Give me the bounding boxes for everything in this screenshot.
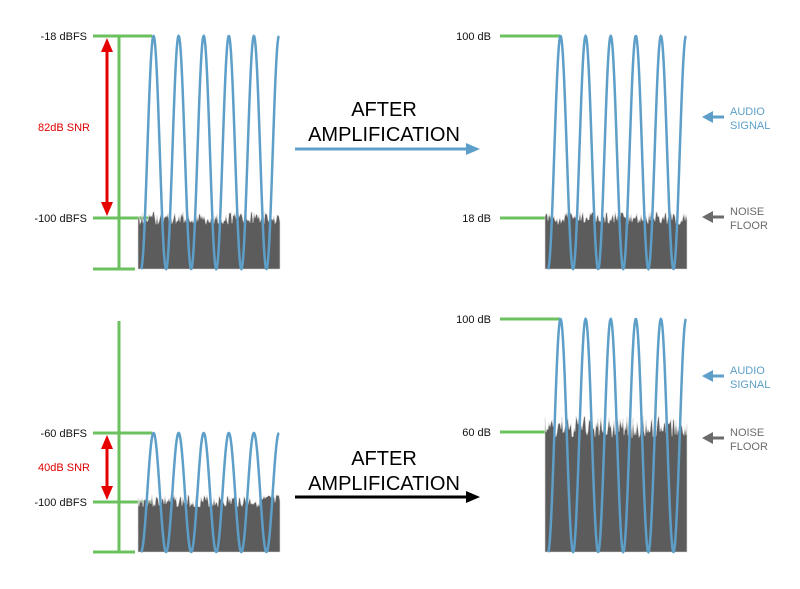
top-after-amplification-arrow[interactable] [295,143,480,155]
top-out-label-high: 100 dB [456,31,491,43]
bottom-right-scale [500,317,560,434]
top-right-scale [500,34,560,220]
top-snr-label: 82dB SNR [38,122,90,134]
bottom-snr-arrow [101,435,113,500]
top-legend-audio-2: SIGNAL [730,120,770,132]
bottom-output-block [544,317,688,554]
bottom-legend-noise-1: NOISE [730,427,764,439]
bottom-arrow-text-1: AFTER [351,448,417,470]
bottom-input-audio-signal [140,431,280,554]
bottom-after-amplification-arrow[interactable] [295,491,480,503]
top-snr-arrow [101,38,113,216]
top-input-block [137,34,281,271]
top-input-audio-signal [140,34,280,271]
bottom-arrow-text-2: AMPLIFICATION [308,473,460,495]
bottom-legend-noise-2: FLOOR [730,441,768,453]
top-out-label-low: 18 dB [462,213,491,225]
bottom-input-block [137,431,281,554]
bottom-snr-label: 40dB SNR [38,462,90,474]
top-output-audio-signal [547,34,687,271]
top-audio-signal-pointer-icon [702,111,724,123]
bottom-label-high: -60 dBFS [41,428,87,440]
top-label-high: -18 dBFS [41,31,87,43]
top-noise-floor-pointer-icon [702,211,724,223]
bottom-label-low: -100 dBFS [34,497,87,509]
top-output-noise-floor [544,211,688,270]
top-legend-audio-1: AUDIO [730,106,765,118]
bottom-left-scale [93,321,152,554]
bottom-out-label-low: 60 dB [462,427,491,439]
top-legend-noise-2: FLOOR [730,220,768,232]
top-arrow-text-1: AFTER [351,99,417,121]
bottom-out-label-high: 100 dB [456,314,491,326]
bottom-legend-audio-2: SIGNAL [730,379,770,391]
bottom-audio-signal-pointer-icon [702,370,724,382]
top-arrow-text-2: AMPLIFICATION [308,124,460,146]
top-input-noise-floor [137,211,281,270]
bottom-noise-floor-pointer-icon [702,432,724,444]
top-label-low: -100 dBFS [34,213,87,225]
top-output-block [544,34,688,271]
top-legend-noise-1: NOISE [730,206,764,218]
bottom-output-audio-signal [547,317,687,554]
top-left-scale [93,34,152,271]
bottom-legend-audio-1: AUDIO [730,365,765,377]
